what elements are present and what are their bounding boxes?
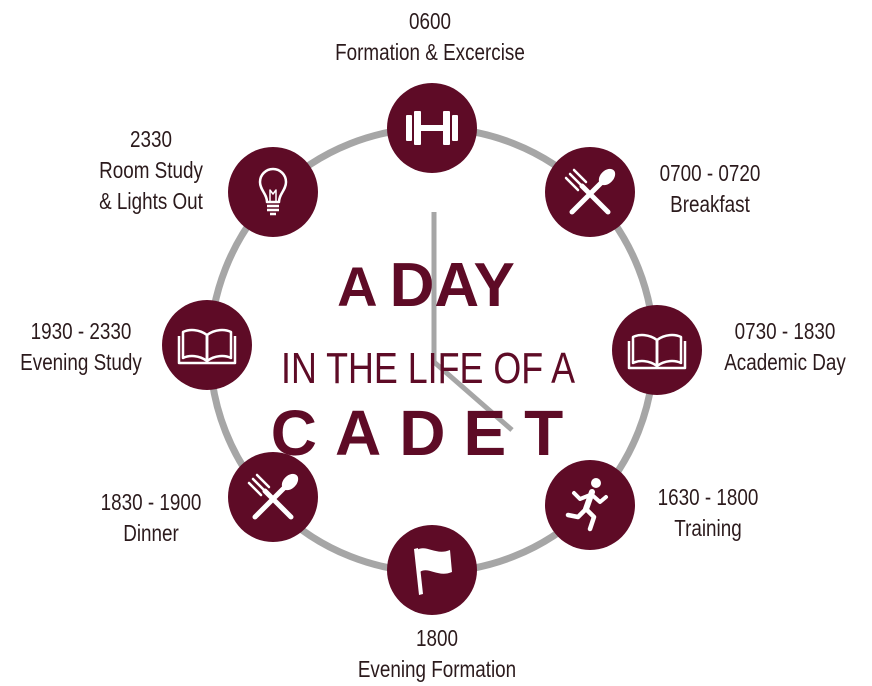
- time-formation-exercise: 0600: [409, 8, 451, 34]
- time-evening-study: 1930 - 2330: [30, 318, 132, 344]
- time-breakfast: 0700 - 0720: [659, 160, 761, 186]
- label-evening-study: 1930 - 2330 Evening Study: [3, 316, 159, 378]
- fork-spoon-icon: [564, 168, 616, 215]
- label-dinner: 1830 - 1900 Dinner: [81, 487, 220, 549]
- text-evening-study: Evening Study: [20, 349, 142, 375]
- time-training: 1630 - 1800: [657, 484, 759, 510]
- node-training: [545, 460, 635, 550]
- node-room-study: [228, 147, 318, 237]
- node-academic-day: [612, 305, 702, 395]
- text-training: Training: [674, 515, 742, 541]
- open-book-icon: [627, 333, 687, 370]
- text-formation-exercise: Formation & Excercise: [335, 39, 525, 65]
- runner-icon: [565, 478, 608, 532]
- label-formation-exercise: 0600 Formation & Excercise: [307, 6, 553, 68]
- label-training: 1630 - 1800 Training: [634, 482, 782, 544]
- label-breakfast: 0700 - 0720 Breakfast: [636, 158, 784, 220]
- dumbbell-icon: [406, 111, 458, 145]
- label-room-study: 2330 Room Study & Lights Out: [81, 124, 220, 217]
- label-academic-day: 0730 - 1830 Academic Day: [707, 316, 863, 378]
- title-line-3: CADET: [271, 397, 581, 469]
- time-evening-formation: 1800: [416, 625, 458, 651]
- text-breakfast: Breakfast: [670, 191, 750, 217]
- lightbulb-icon: [258, 167, 288, 216]
- text-dinner: Dinner: [123, 520, 179, 546]
- node-formation-exercise: [387, 83, 477, 173]
- node-evening-formation: [387, 525, 477, 615]
- node-breakfast: [545, 147, 635, 237]
- node-evening-study: [162, 300, 252, 390]
- flag-icon: [414, 548, 452, 595]
- time-dinner: 1830 - 1900: [100, 489, 202, 515]
- title-line-2: IN THE LIFE OF A: [281, 344, 576, 393]
- label-evening-formation: 1800 Evening Formation: [339, 623, 536, 685]
- text-academic-day: Academic Day: [724, 349, 846, 375]
- clock-minute-hand: [432, 360, 514, 432]
- open-book-icon: [177, 328, 237, 365]
- fork-spoon-icon: [247, 473, 299, 520]
- time-academic-day: 0730 - 1830: [734, 318, 836, 344]
- text-evening-formation: Evening Formation: [357, 656, 517, 682]
- node-dinner: [228, 452, 318, 542]
- text-room-study: Room Study: [99, 157, 203, 183]
- text-lights-out: & Lights Out: [99, 188, 203, 214]
- time-room-study: 2330: [130, 126, 172, 152]
